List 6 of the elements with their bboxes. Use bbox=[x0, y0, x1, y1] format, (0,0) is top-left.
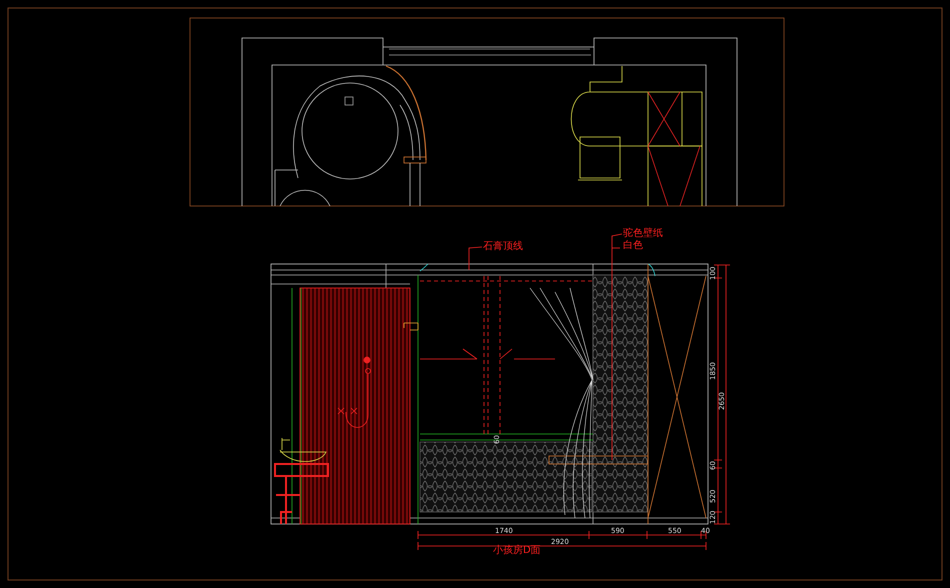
callout-label: 白色 bbox=[623, 241, 643, 251]
callout-label: 驼色壁纸 bbox=[623, 229, 663, 239]
callout-label: 石膏顶线 bbox=[483, 242, 523, 252]
drawing-title: 小孩房D面 bbox=[493, 546, 541, 556]
leader-line bbox=[612, 234, 622, 460]
leader-line bbox=[468, 246, 482, 270]
